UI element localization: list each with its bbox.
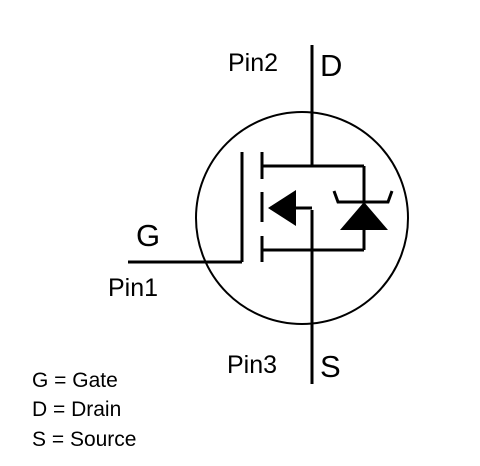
source-pin-label: Pin3: [227, 351, 277, 379]
drain-label: D: [320, 48, 342, 83]
legend-gate: G = Gate: [32, 369, 118, 392]
gate-label: G: [136, 218, 160, 253]
package-circle: [195, 111, 409, 325]
body-arrow-icon: [268, 190, 296, 226]
legend: G = Gate D = Drain S = Source: [32, 369, 136, 451]
gate-pin-label: Pin1: [108, 274, 158, 302]
drain-pin-label: Pin2: [228, 49, 278, 77]
diode-triangle-icon: [340, 202, 388, 230]
legend-drain: D = Drain: [32, 398, 121, 421]
legend-source: S = Source: [32, 428, 136, 451]
source-label: S: [320, 349, 341, 384]
diode-cathode-bar: [332, 190, 394, 204]
